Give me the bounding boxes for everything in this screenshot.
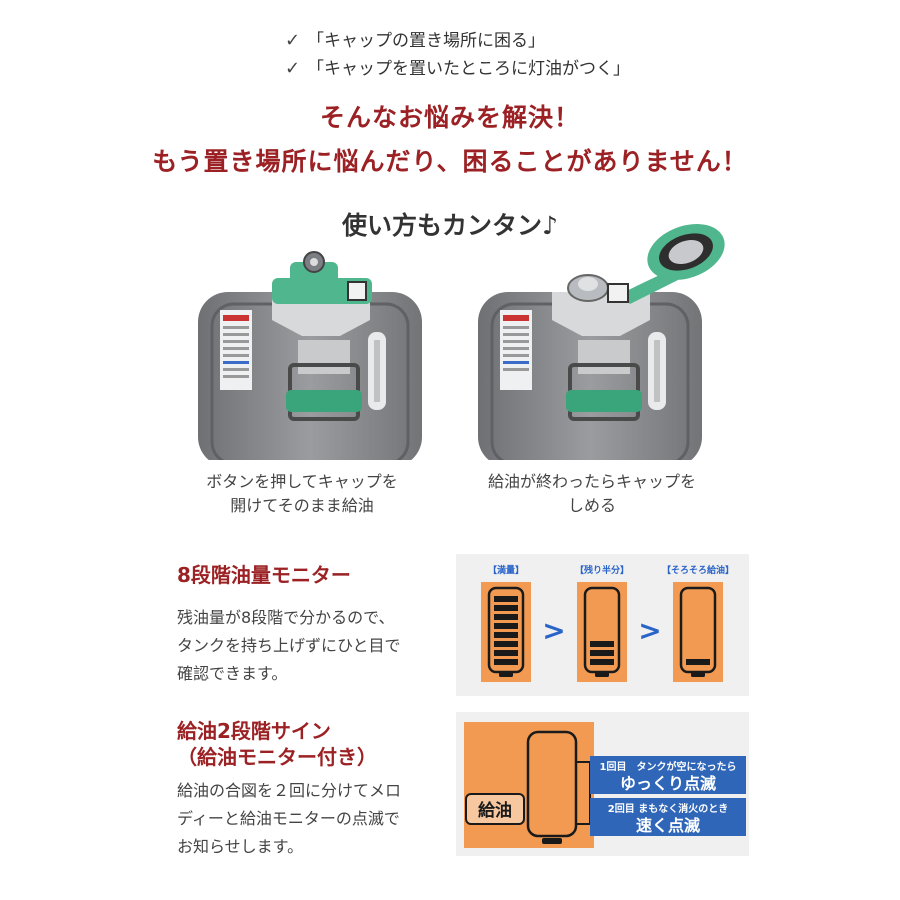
monitor-level-bar-1 [494,614,518,620]
refuel-signal-panel: 給油 1回目 タンクが空になったら ゆっくり点滅 2回目 まもなく消火のとき 速… [456,712,749,856]
headline-line-1: そんなお悩みを解決！ [319,103,580,132]
refuel-badge-text: 給油 [478,800,512,821]
monitor-tank-foot-3 [691,672,705,677]
signal-1-big: ゆっくり点滅 [620,774,716,793]
signal-2-big: 速く点滅 [636,816,700,835]
tank-body [478,292,702,460]
handle-grip [566,390,642,412]
check-icon: ✓ [285,58,301,79]
step-caption-1: ボタンを押してキャップを 開けてそのまま給油 [206,472,398,515]
monitor-level-bar-1 [494,659,518,665]
signal-2-small: 2回目 まもなく消火のとき [608,802,728,815]
concern-row-2: ✓ 「キャップを置いたところに灯油がつく」 [285,54,630,79]
monitor-level-bar-3 [686,659,710,665]
handle-grip [286,390,362,412]
greater-than-arrow-2: > [638,614,661,647]
monitor-level-bar-1 [494,596,518,602]
monitor-label-2: 【残り半分】 [575,564,629,576]
monitor-label-1: 【満量】 [488,564,524,576]
monitor-level-bar-2 [590,659,614,665]
signal-box-1 [590,756,746,794]
concern-row-1: ✓ 「キャップの置き場所に困る」 [285,26,545,51]
fuel-monitor-panel: 【満量】 > 【残り半分】 > 【そろそろ給油】 [456,554,749,696]
feature-body-refuel-signal: 給油の合図を２回に分けてメロ ディーと給油モニターの点滅で お知らせします。 [177,781,402,856]
step-caption-2: 給油が終わったらキャップを しめる [487,472,696,515]
signal-1-small: 1回目 タンクが空になったら [600,760,737,773]
refuel-badge [465,793,525,825]
monitor-level-bar-1 [494,632,518,638]
tank-illustration-closed [198,251,422,460]
concern-text-2: 「キャップを置いたところに灯油がつく」 [307,59,630,79]
greater-than-arrow-1: > [542,614,565,647]
monitor-level-bar-2 [590,650,614,656]
check-icon: ✓ [285,30,301,51]
monitor-tank-foot-1 [499,672,513,677]
feature-title-fuel-monitor: 8段階油量モニター [177,563,351,587]
concern-text-1: 「キャップの置き場所に困る」 [307,31,545,51]
monitor-level-bar-1 [494,605,518,611]
monitor-level-bar-2 [590,641,614,647]
monitor-level-bar-1 [494,641,518,647]
monitor-tank-foot-2 [595,672,609,677]
feature-body-fuel-monitor: 残油量が8段階で分かるので、 タンクを持ち上げずにひと目で 確認できます。 [177,608,401,683]
howto-title: 使い方もカンタン♪ [342,211,558,240]
tank-body [198,292,422,460]
headline-line-2: もう置き場所に悩んだり、困ることがありません！ [152,147,748,176]
monitor-level-bar-1 [494,623,518,629]
monitor-label-3: 【そろそろ給油】 [662,564,734,576]
signal-box-2 [590,798,746,836]
feature-title-refuel-signal: 給油2段階サイン （給油モニター付き） [177,719,377,769]
tank-illustration-open [478,223,725,460]
cap-arm [620,270,678,304]
monitor-level-bar-1 [494,650,518,656]
